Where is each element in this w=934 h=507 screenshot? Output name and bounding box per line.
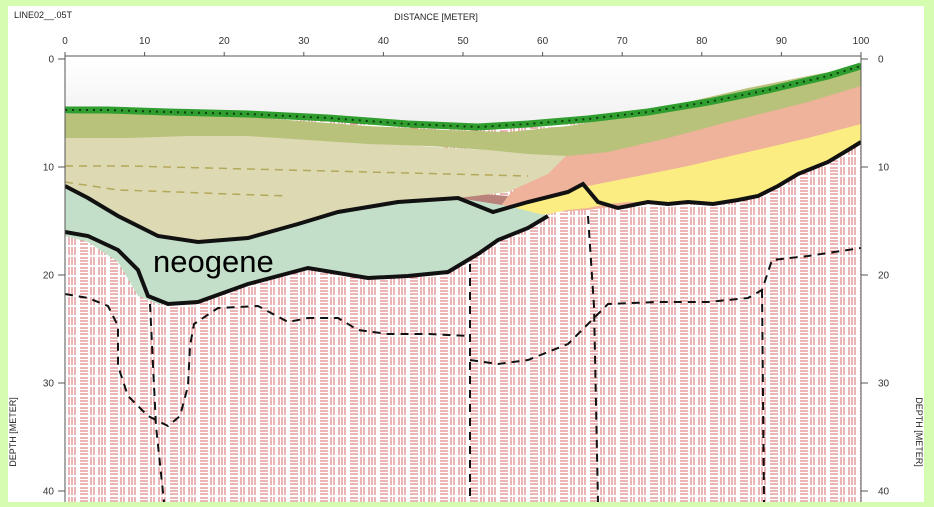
- y-ticks: 0 0 10 10 20 20 30 30 40 40: [43, 55, 890, 498]
- boundary-base-neogene: [65, 214, 550, 307]
- boundary-top-neogene: [65, 140, 861, 245]
- y-tick-label: 40: [43, 487, 55, 498]
- x-tick-label: 70: [617, 36, 629, 47]
- faint-dashed-line-1: [65, 165, 529, 177]
- y-tick-label: 0: [878, 55, 884, 66]
- neogene-label: neogene: [153, 244, 274, 279]
- x-tick-label: 90: [776, 36, 788, 47]
- x-ticks: 0 10 20 30 40 50 60 70 80 90 100: [62, 36, 870, 56]
- surface-crust: [65, 62, 861, 131]
- x-tick-label: 80: [696, 36, 708, 47]
- olive-layer: [65, 66, 861, 156]
- neogene-layer: [65, 186, 548, 304]
- geology-layers: [65, 59, 861, 502]
- x-axis-title: DISTANCE [METER]: [394, 12, 478, 22]
- y-tick-label: 40: [878, 487, 890, 498]
- x-tick-label: 50: [457, 36, 469, 47]
- faint-dashed-line-2: [65, 181, 289, 197]
- y-tick-label: 20: [878, 271, 890, 282]
- y-tick-label: 10: [43, 163, 55, 174]
- dashed-fault-4: [761, 289, 765, 502]
- y-tick-label: 30: [43, 379, 55, 390]
- cross-section-plot: LINE02__.05T DISTANCE [METER] DEPTH [MET…: [8, 10, 924, 502]
- x-tick-label: 40: [378, 36, 390, 47]
- y-tick-label: 0: [48, 55, 54, 66]
- y-tick-label: 30: [878, 379, 890, 390]
- x-tick-label: 20: [219, 36, 231, 47]
- y-tick-label: 10: [878, 163, 890, 174]
- y-tick-label: 20: [43, 271, 55, 282]
- yellow-layer: [488, 124, 861, 216]
- y-axis-title-right: DEPTH [METER]: [914, 397, 924, 467]
- x-tick-label: 10: [139, 36, 151, 47]
- x-tick-label: 30: [298, 36, 310, 47]
- y-axis-title-left: DEPTH [METER]: [8, 397, 18, 467]
- dashed-fault-1: [149, 303, 165, 502]
- dashed-contact-1: [65, 293, 471, 428]
- dashed-contact-2: [469, 247, 861, 366]
- x-tick-label: 0: [62, 36, 68, 47]
- x-tick-label: 100: [853, 36, 870, 47]
- dashed-fault-3: [587, 215, 599, 502]
- x-tick-label: 60: [537, 36, 549, 47]
- file-label: LINE02__.05T: [14, 10, 73, 20]
- air-zone: [65, 59, 861, 127]
- section-frame: LINE02__.05T DISTANCE [METER] DEPTH [MET…: [8, 6, 924, 502]
- khaki-layer: [65, 132, 568, 242]
